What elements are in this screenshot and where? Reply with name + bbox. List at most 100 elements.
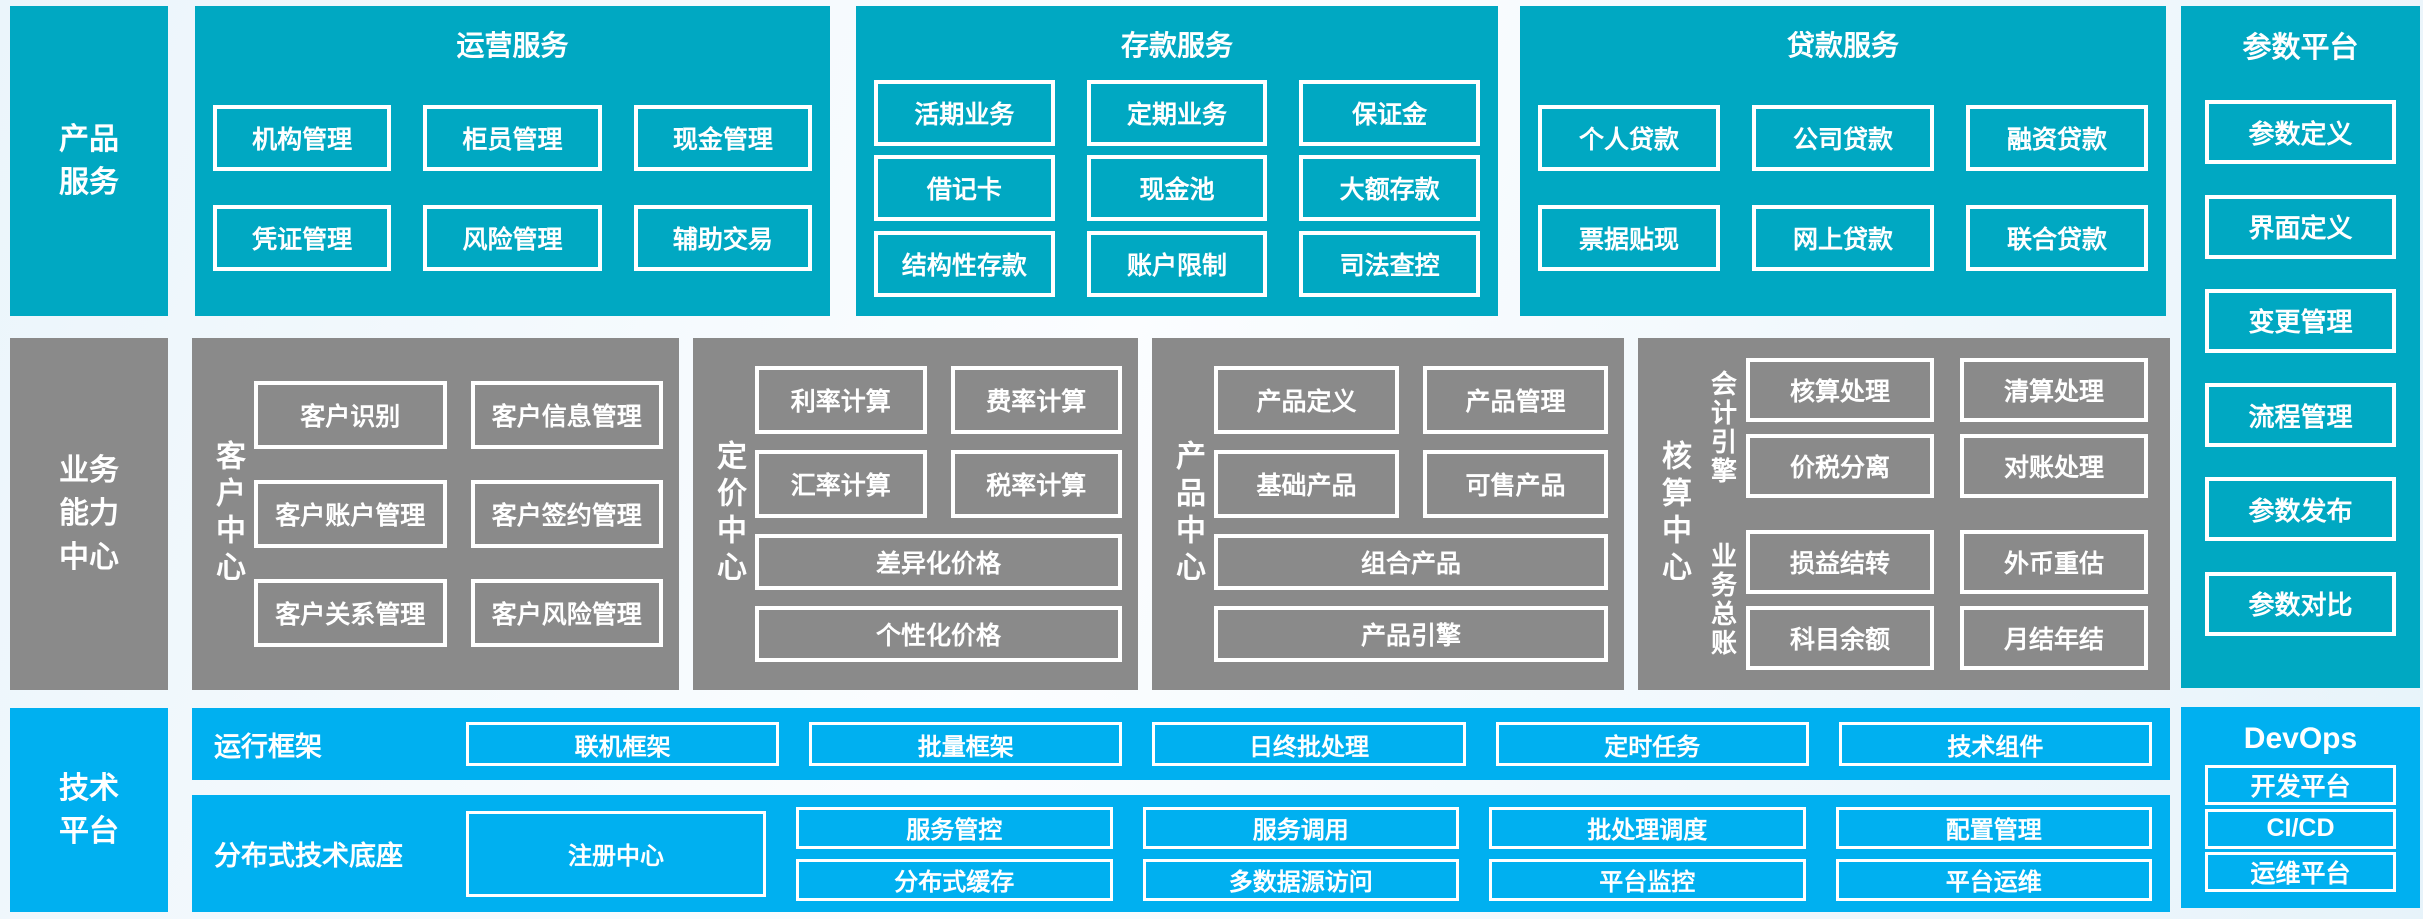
box-judicial-inquiry-control: 司法查控: [1299, 230, 1481, 297]
box-config-management: 配置管理: [1835, 806, 2152, 849]
product-center-boxes: 产品定义 产品管理 基础产品 可售产品 组合产品 产品引擎: [1214, 350, 1624, 678]
box-month-year-end-closing: 月结年结: [1960, 606, 2148, 670]
box-process-management: 流程管理: [2205, 383, 2396, 448]
box-ui-definition: 界面定义: [2205, 194, 2396, 259]
parameter-platform-title: 参数平台: [2242, 32, 2359, 64]
section-loan-boxes: 个人贷款 公司贷款 融资贷款 票据贴现 网上贷款 联合贷款: [1520, 70, 2166, 316]
section-operations-title: 运营服务: [456, 30, 569, 61]
box-online-framework: 联机框架: [466, 722, 780, 766]
column-devops: DevOps 开发平台 CI/CD 运维平台: [2181, 707, 2420, 908]
box-scheduled-task: 定时任务: [1495, 722, 1809, 766]
sidebar-technology-platform: 技术平台: [10, 708, 168, 912]
box-debit-card: 借记卡: [874, 155, 1055, 221]
box-voucher-management: 凭证管理: [213, 205, 392, 272]
bar-runtime-framework: 运行框架 联机框架 批量框架 日终批处理 定时任务 技术组件: [192, 708, 2170, 780]
section-product-center: 产品中心 产品定义 产品管理 基础产品 可售产品 组合产品 产品引擎: [1152, 338, 1624, 690]
box-financing-loan: 融资贷款: [1966, 104, 2148, 171]
box-auxiliary-transaction: 辅助交易: [633, 205, 812, 272]
box-account-restriction: 账户限制: [1086, 230, 1268, 297]
box-service-invocation: 服务调用: [1142, 806, 1459, 849]
box-large-deposit: 大额存款: [1299, 155, 1481, 221]
box-platform-monitoring: 平台监控: [1489, 858, 1806, 901]
box-registry-center: 注册中心: [466, 810, 766, 897]
distributed-tech-base-label: 分布式技术底座: [214, 841, 403, 871]
box-basic-product: 基础产品: [1214, 450, 1399, 518]
box-sellable-product: 可售产品: [1423, 450, 1608, 518]
box-ops-platform: 运维平台: [2205, 852, 2396, 893]
column-parameter-platform: 参数平台 参数定义 界面定义 变更管理 流程管理 参数发布 参数对比: [2181, 6, 2420, 688]
pricing-center-boxes: 利率计算 费率计算 汇率计算 税率计算 差异化价格 个性化价格: [755, 350, 1138, 678]
box-batch-scheduling: 批处理调度: [1489, 806, 1806, 849]
box-demand-deposit: 活期业务: [874, 79, 1055, 146]
distributed-tech-base-boxes: 服务管控 分布式缓存 服务调用 多数据源访问 批处理调度 平台监控 配置管理 平…: [796, 806, 2170, 901]
box-customer-risk-management: 客户风险管理: [470, 579, 663, 647]
section-deposit-title: 存款服务: [1120, 30, 1233, 61]
box-bill-discount: 票据贴现: [1538, 205, 1720, 272]
box-change-management: 变更管理: [2205, 288, 2396, 353]
box-reconciliation-processing: 对账处理: [1960, 434, 2148, 498]
box-syndicated-loan: 联合贷款: [1966, 205, 2148, 272]
box-product-engine: 产品引擎: [1214, 606, 1608, 662]
box-institution-management: 机构管理: [213, 104, 392, 171]
business-ledger-group: 业务总账 损益结转 外币重估 科目余额 月结年结: [1700, 530, 2148, 670]
accounting-center-label: 核算中心: [1657, 440, 1690, 588]
box-pnl-carryover: 损益结转: [1746, 530, 1934, 594]
box-price-tax-separation: 价税分离: [1746, 434, 1934, 498]
box-cash-pool: 现金池: [1086, 155, 1268, 221]
box-multi-datasource-access: 多数据源访问: [1142, 858, 1459, 901]
box-clearing-processing: 清算处理: [1960, 358, 2148, 422]
box-margin-deposit: 保证金: [1299, 79, 1481, 146]
product-center-label: 产品中心: [1171, 440, 1204, 588]
box-teller-management: 柜员管理: [423, 104, 602, 171]
box-fee-rate-calc: 费率计算: [950, 366, 1122, 434]
runtime-framework-label: 运行框架: [214, 731, 322, 762]
section-operations-boxes: 机构管理 柜员管理 现金管理 凭证管理 风险管理 辅助交易: [195, 70, 830, 316]
accounting-center-groups: 会计引擎 核算处理 清算处理 价税分离 对账处理 业务总账 损益结转: [1700, 350, 2170, 678]
box-interest-rate-calc: 利率计算: [755, 366, 927, 434]
box-accounting-processing: 核算处理: [1746, 358, 1934, 422]
box-param-compare: 参数对比: [2205, 571, 2396, 636]
customer-center-boxes: 客户识别 客户信息管理 客户账户管理 客户签约管理 客户关系管理 客户风险管理: [254, 350, 679, 678]
sidebar-product-services: 产品服务: [10, 6, 168, 316]
pricing-center-label: 定价中心: [712, 440, 745, 588]
section-operations-service: 运营服务 机构管理 柜员管理 现金管理 凭证管理 风险管理 辅助交易: [195, 6, 830, 316]
box-online-loan: 网上贷款: [1752, 205, 1934, 272]
box-differentiated-pricing: 差异化价格: [755, 534, 1122, 590]
box-distributed-cache: 分布式缓存: [796, 858, 1113, 901]
sidebar-technology-platform-label: 技术平台: [59, 771, 119, 849]
box-cicd: CI/CD: [2205, 808, 2396, 849]
box-product-definition: 产品定义: [1214, 366, 1399, 434]
box-param-release: 参数发布: [2205, 477, 2396, 542]
box-foreign-currency-revaluation: 外币重估: [1960, 530, 2148, 594]
box-exchange-rate-calc: 汇率计算: [755, 450, 927, 518]
box-time-deposit: 定期业务: [1086, 79, 1268, 146]
box-subject-balance: 科目余额: [1746, 606, 1934, 670]
business-ledger-label: 业务总账: [1707, 542, 1738, 658]
box-tech-component: 技术组件: [1838, 722, 2153, 766]
box-risk-management: 风险管理: [423, 205, 602, 272]
accounting-engine-group: 会计引擎 核算处理 清算处理 价税分离 对账处理: [1700, 358, 2148, 498]
box-tax-rate-calc: 税率计算: [950, 450, 1122, 518]
section-accounting-center: 核算中心 会计引擎 核算处理 清算处理 价税分离 对账处理 业务总账: [1638, 338, 2170, 690]
devops-boxes: 开发平台 CI/CD 运维平台: [2181, 761, 2420, 908]
box-personalized-pricing: 个性化价格: [755, 606, 1122, 662]
box-structured-deposit: 结构性存款: [874, 230, 1055, 297]
box-personal-loan: 个人贷款: [1538, 104, 1720, 171]
box-customer-relationship-management: 客户关系管理: [254, 579, 447, 647]
section-loan-title: 贷款服务: [1786, 30, 1899, 61]
section-deposit-boxes: 活期业务 定期业务 保证金 借记卡 现金池 大额存款 结构性存款 账户限制 司法…: [856, 70, 1498, 316]
box-corporate-loan: 公司贷款: [1752, 104, 1934, 171]
box-param-definition: 参数定义: [2205, 100, 2396, 165]
sidebar-product-services-label: 产品服务: [59, 122, 119, 200]
section-deposit-service: 存款服务 活期业务 定期业务 保证金 借记卡 现金池 大额存款 结构性存款 账户…: [856, 6, 1498, 316]
box-dev-platform: 开发平台: [2205, 764, 2396, 805]
box-batch-framework: 批量框架: [809, 722, 1123, 766]
section-pricing-center: 定价中心 利率计算 费率计算 汇率计算 税率计算 差异化价格 个性化价格: [693, 338, 1138, 690]
box-customer-info-management: 客户信息管理: [470, 381, 663, 449]
box-product-management: 产品管理: [1423, 366, 1608, 434]
box-platform-operation: 平台运维: [1835, 858, 2152, 901]
parameter-platform-boxes: 参数定义 界面定义 变更管理 流程管理 参数发布 参数对比: [2181, 70, 2420, 688]
box-cash-management: 现金管理: [633, 104, 812, 171]
box-customer-contract-management: 客户签约管理: [470, 480, 663, 548]
